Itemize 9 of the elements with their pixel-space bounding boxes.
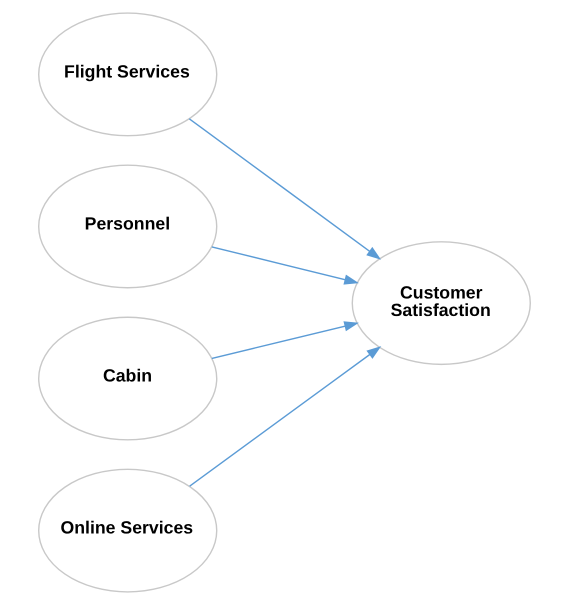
arrow bbox=[211, 246, 358, 285]
node-ellipse: Flight Services bbox=[38, 12, 217, 136]
arrow bbox=[188, 118, 381, 260]
node-ellipse: Personnel bbox=[38, 164, 217, 288]
node-ellipse: Customer Satisfaction bbox=[351, 241, 530, 366]
node-ellipse: Online Services bbox=[38, 468, 217, 593]
arrow bbox=[211, 321, 358, 360]
arrow bbox=[188, 346, 381, 487]
node-ellipse: Cabin bbox=[38, 316, 217, 441]
